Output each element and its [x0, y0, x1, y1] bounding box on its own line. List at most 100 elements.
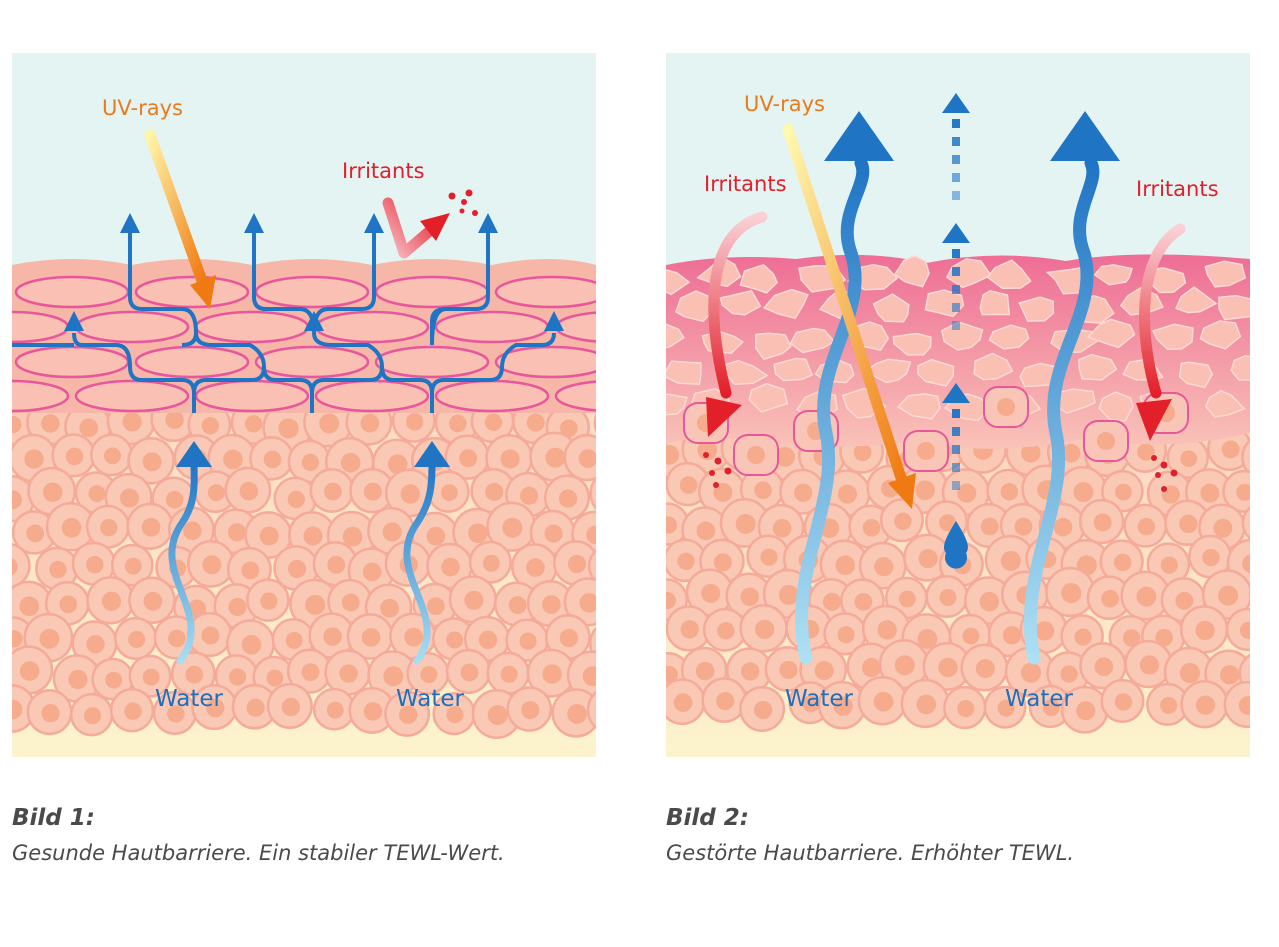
cell-nucleus [1114, 693, 1133, 711]
cell-nucleus [697, 440, 718, 461]
corneocyte [14, 275, 130, 309]
cell-nucleus [400, 484, 421, 504]
cell-nucleus [201, 626, 220, 645]
cell-nucleus [835, 555, 856, 576]
irritant-particles [703, 452, 1178, 492]
cell-nucleus [957, 699, 975, 718]
cell-nucleus [680, 620, 699, 639]
cell-nucleus [578, 449, 596, 468]
cell-nucleus [61, 517, 82, 538]
cell-nucleus [41, 414, 60, 433]
irritants-label-left: Irritants [704, 172, 787, 196]
damaged-skin-illustration: UV-rays Irritants Irritants Water Water [666, 53, 1250, 757]
water-channel [72, 332, 196, 413]
cell-nucleus [877, 620, 897, 640]
evaporation-arrowhead [478, 213, 498, 233]
cell-nucleus [559, 628, 579, 648]
healthy-skin-illustration: UV-rays Irritants Water Water [12, 53, 596, 757]
cell-nucleus [938, 657, 958, 678]
cell-nucleus [1242, 554, 1250, 574]
cell-nucleus [1000, 482, 1019, 501]
corneocyte [434, 310, 550, 344]
cell-nucleus [1053, 517, 1073, 537]
corneocyte-fragment [979, 289, 1011, 316]
cell-nucleus [239, 481, 259, 501]
corneocyte [12, 379, 70, 413]
uv-arrowhead [190, 275, 216, 309]
evaporation-dash [952, 285, 960, 294]
cell-nucleus [1236, 483, 1250, 501]
cell-nucleus [873, 691, 894, 712]
cell-nucleus [142, 452, 162, 472]
cell-nucleus [862, 518, 881, 537]
cell-nucleus [779, 660, 798, 680]
cell-nucleus [666, 592, 676, 610]
cell-nucleus [167, 705, 185, 723]
cell-nucleus [975, 659, 995, 679]
cell-nucleus [266, 669, 284, 687]
cell-nucleus [545, 447, 566, 468]
cell-nucleus [241, 635, 262, 655]
cell-nucleus [440, 484, 458, 502]
cell-nucleus [68, 669, 88, 690]
corneocyte [74, 379, 190, 413]
cell-nucleus [1094, 657, 1114, 677]
irritant-particle [461, 199, 467, 205]
evaporation-dash [952, 173, 960, 182]
corneocyte-fragment [1093, 264, 1134, 286]
cell-nucleus [39, 628, 60, 649]
cell-nucleus [361, 628, 381, 647]
cell-nucleus [86, 635, 105, 654]
living-cell [587, 549, 596, 583]
cell-nucleus [185, 665, 204, 684]
cell-nucleus [363, 702, 383, 721]
water-arrowhead-left [176, 441, 212, 467]
cell-nucleus [426, 526, 446, 546]
cell-nucleus [894, 655, 915, 676]
cell-nucleus [957, 483, 977, 503]
irritant-particle [465, 189, 473, 197]
uv-arrowhead [888, 473, 916, 509]
evaporation-arrowhead [64, 311, 84, 331]
evaporation-dash [952, 321, 960, 330]
cell-nucleus [485, 482, 504, 501]
caption-title: Bild 1: [12, 805, 95, 831]
cell-nucleus [1114, 483, 1132, 501]
cell-nucleus [997, 398, 1015, 416]
water-label-right: Water [396, 686, 465, 712]
evaporation-dash [952, 119, 960, 128]
evaporation-arrowhead [120, 213, 140, 233]
cell-nucleus [187, 599, 206, 618]
cell-nucleus [754, 619, 775, 639]
water-arrow-right [403, 459, 436, 665]
cell-nucleus [874, 557, 894, 577]
cell-nucleus [1239, 621, 1250, 639]
corneocyte [194, 310, 310, 344]
cell-nucleus [918, 549, 938, 569]
cell-nucleus [101, 591, 122, 611]
irritant-arrowhead-left [706, 397, 742, 437]
cell-nucleus [713, 482, 733, 502]
cell-nucleus [342, 526, 363, 547]
cell-nucleus [1097, 432, 1115, 450]
cell-nucleus [1221, 440, 1240, 459]
corneocyte [494, 345, 596, 379]
cell-nucleus [360, 413, 380, 433]
evaporation-arrowhead [244, 213, 264, 233]
water-channel [128, 231, 267, 394]
cell-nucleus [119, 488, 140, 508]
cell-nucleus [399, 705, 418, 724]
cell-nucleus [894, 512, 912, 530]
water-channel [430, 332, 556, 394]
corneocyte [314, 310, 430, 344]
swollen-cells [683, 386, 1189, 476]
corneocyte [374, 275, 490, 309]
cell-nucleus [59, 595, 78, 614]
irritant-arrow-right [1139, 223, 1186, 399]
cell-nucleus [446, 706, 464, 724]
corneocyte-fragment [1045, 266, 1090, 295]
cell-nucleus [666, 666, 678, 684]
cell-nucleus [939, 589, 957, 607]
cell-nucleus [500, 665, 518, 683]
cell-nucleus [1014, 517, 1033, 536]
